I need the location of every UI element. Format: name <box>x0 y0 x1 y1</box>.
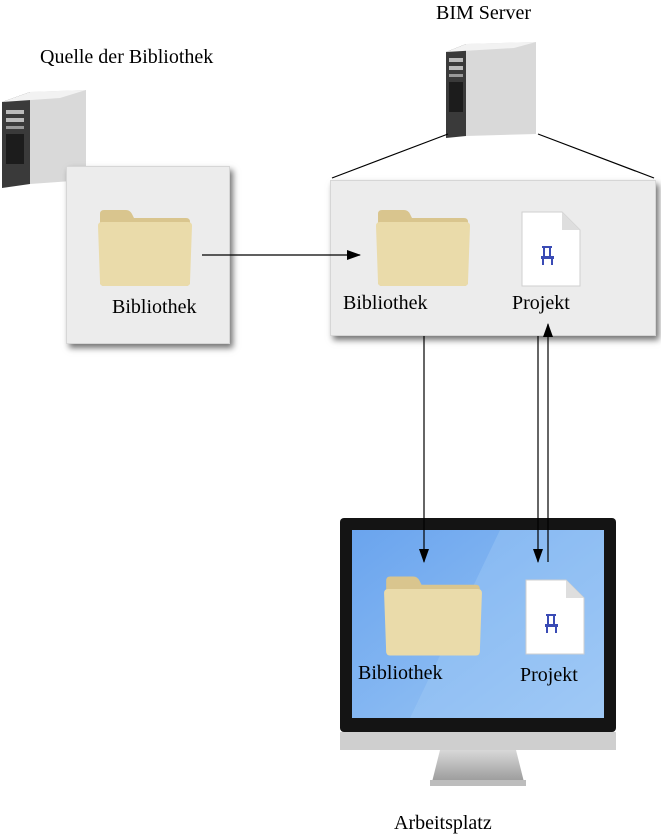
server-project-file-icon <box>521 211 581 287</box>
server-connector-left <box>331 133 449 179</box>
source-server-tower-icon <box>2 90 86 188</box>
server-connector-right <box>537 133 655 179</box>
server-project-label: Projekt <box>512 292 570 314</box>
server-folder-label: Bibliothek <box>343 292 428 314</box>
bim-server-tower-icon <box>446 42 536 138</box>
server-folder-icon <box>376 210 470 286</box>
workstation-folder-label: Bibliothek <box>358 662 443 684</box>
workstation-project-label: Projekt <box>520 664 578 686</box>
source-title: Quelle der Bibliothek <box>40 46 214 68</box>
workstation-folder-icon <box>384 576 482 656</box>
server-title: BIM Server <box>436 2 531 24</box>
source-folder-label: Bibliothek <box>112 296 197 318</box>
workstation-title: Arbeitsplatz <box>394 812 492 834</box>
source-folder-icon <box>98 210 192 286</box>
workstation-project-file-icon <box>525 579 585 655</box>
